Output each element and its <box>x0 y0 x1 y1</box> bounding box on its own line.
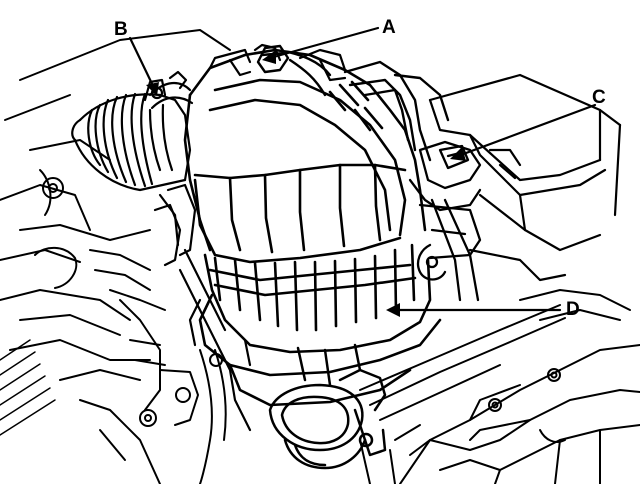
leader-c <box>456 103 597 158</box>
engine-block-bottom-right <box>399 289 640 484</box>
callout-arrowheads <box>146 50 466 317</box>
sensor-connector-a <box>256 44 332 97</box>
right-bracket <box>416 203 482 281</box>
callout-label-b: B <box>114 19 128 40</box>
air-cleaner-housing <box>183 48 442 407</box>
arrowhead-d <box>386 303 400 317</box>
callout-label-c: C <box>592 87 606 108</box>
leader-a <box>268 26 380 60</box>
arrowhead-b <box>146 82 159 96</box>
leader-b <box>128 36 157 92</box>
callout-label-d: D <box>566 299 580 320</box>
arrowhead-a <box>262 50 276 64</box>
callout-label-a: A <box>382 17 396 38</box>
lower-pipe <box>359 304 566 484</box>
outlet-duct <box>268 343 387 470</box>
intake-hose <box>71 92 192 192</box>
connector-c <box>408 140 482 302</box>
engine-bay-left <box>0 29 231 484</box>
bottom-left-hatching <box>0 339 56 436</box>
left-mount <box>153 183 252 432</box>
callout-leaders <box>128 26 597 312</box>
arrowhead-c <box>450 147 466 161</box>
right-duct <box>343 60 450 162</box>
